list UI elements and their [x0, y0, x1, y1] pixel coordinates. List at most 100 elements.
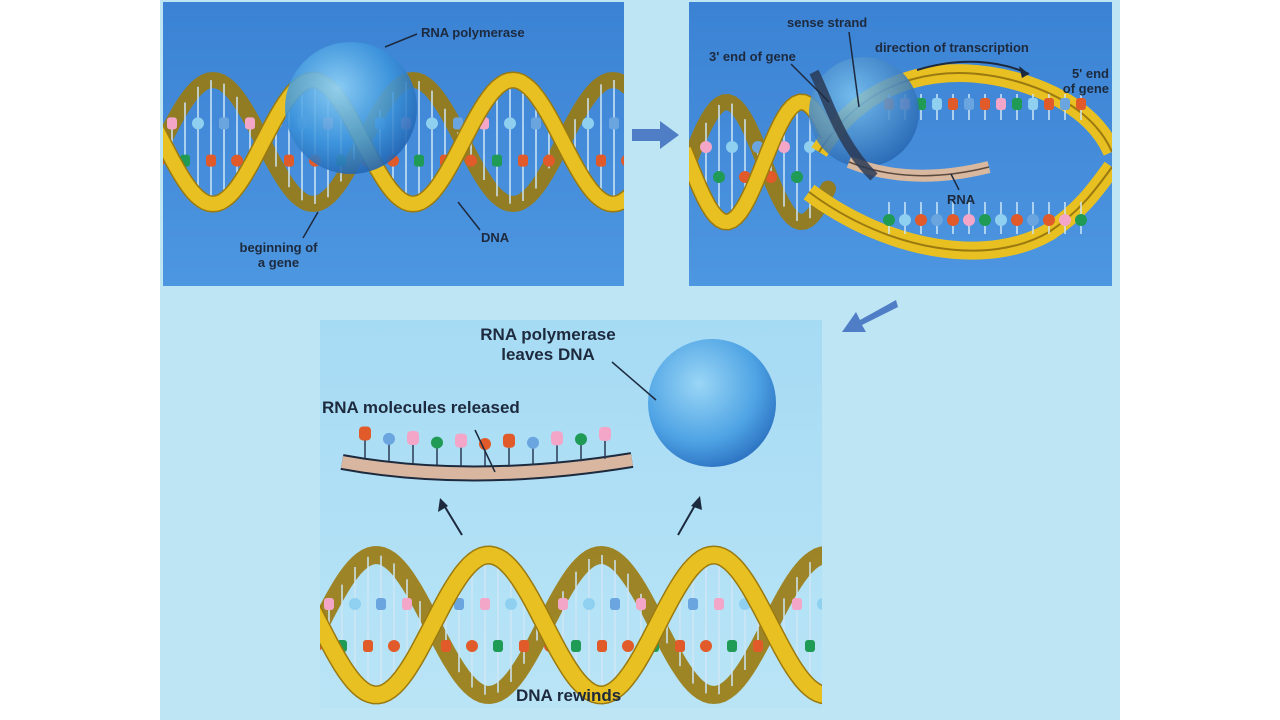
nucleotide-base [883, 214, 895, 226]
nucleotide-base [804, 141, 816, 153]
nucleotide-base [519, 640, 529, 652]
label-three-prime-end: 3' end of gene [709, 49, 796, 64]
arrow-right-icon [632, 121, 679, 149]
label-polymerase-leaves-dna: RNA polymerase leaves DNA [480, 325, 616, 364]
nucleotide-base [817, 598, 822, 610]
pointer-line [790, 63, 830, 103]
nucleotide-base [571, 640, 581, 652]
label-beginning-of-gene: beginning of a gene [239, 240, 318, 270]
nucleotide-base [713, 171, 725, 183]
nucleotide-base [454, 598, 464, 610]
nucleotide-base [714, 598, 724, 610]
nucleotide-base [245, 117, 255, 130]
nucleotide-base [726, 141, 738, 153]
label-rna-molecules-released: RNA molecules released [322, 398, 520, 417]
nucleotide-base [349, 598, 361, 610]
nucleotide-base [979, 214, 991, 226]
nucleotide-base [1075, 214, 1087, 226]
nucleotide-base [1044, 98, 1054, 110]
nucleotide-base [915, 214, 927, 226]
nucleotide-base [324, 598, 334, 610]
nucleotide-base [407, 430, 419, 445]
nucleotide-base [700, 141, 712, 153]
nucleotide-base [753, 640, 763, 652]
nucleotide-base [543, 154, 555, 167]
nucleotide-base [192, 117, 204, 130]
pointer-line [384, 33, 418, 48]
nucleotide-base [167, 117, 177, 130]
nucleotide-base [1043, 214, 1055, 226]
nucleotide-base [583, 598, 595, 610]
nucleotide-base [505, 598, 517, 610]
nucleotide-base [621, 155, 624, 166]
rna-polymerase-sphere [285, 42, 417, 174]
dna-strand-ribbon [689, 95, 835, 229]
nucleotide-base [675, 640, 685, 652]
pointer-line [950, 173, 960, 191]
nucleotide-base [700, 640, 712, 652]
nucleotide-base [948, 98, 958, 110]
panel2-illustration [689, 2, 1112, 286]
nucleotide-base [1012, 98, 1022, 110]
nucleotide-base [1011, 214, 1023, 226]
panel-transcription-start: RNA polymerase DNA beginning of a gene [163, 2, 624, 286]
label-sense-strand: sense strand [787, 15, 868, 30]
nucleotide-base [1076, 98, 1086, 110]
nucleotide-base [376, 598, 386, 610]
nucleotide-base [383, 432, 395, 445]
nucleotide-base [531, 117, 541, 130]
nucleotide-base [791, 171, 803, 183]
nucleotide-base [414, 154, 424, 167]
nucleotide-base [995, 214, 1007, 226]
nucleotide-base [441, 640, 451, 652]
nucleotide-base [359, 426, 371, 441]
nucleotide-base [932, 98, 942, 110]
nucleotide-base [388, 640, 400, 652]
nucleotide-base [947, 214, 959, 226]
nucleotide-base [1028, 98, 1038, 110]
nucleotide-base [622, 640, 634, 652]
nucleotide-base [963, 214, 975, 226]
nucleotide-base [466, 640, 478, 652]
panel1-illustration [163, 2, 624, 286]
pointer-line [457, 201, 481, 231]
pointer-line [611, 361, 657, 401]
nucleotide-base [597, 640, 607, 652]
pointer-line [302, 211, 319, 239]
nucleotide-base [402, 598, 412, 610]
nucleotide-base [575, 433, 587, 446]
panel-transcription-termination: RNA polymerase leaves DNA RNA molecules … [320, 320, 822, 708]
nucleotide-base [503, 433, 515, 448]
rna-polymerase-sphere [648, 339, 776, 467]
nucleotide-base [551, 431, 563, 446]
nucleotide-base [527, 436, 539, 449]
nucleotide-base [609, 117, 619, 130]
released-rna-strand [340, 454, 633, 480]
pointer-line [848, 31, 860, 108]
nucleotide-base [792, 598, 802, 610]
nucleotide-base [1060, 98, 1070, 110]
nucleotide-base [558, 598, 568, 610]
nucleotide-base [504, 117, 516, 130]
nucleotide-base [599, 426, 611, 441]
nucleotide-base [596, 154, 606, 167]
nucleotide-base [493, 640, 503, 652]
dna-strand-ribbon [320, 546, 822, 704]
nucleotide-base [206, 154, 216, 167]
nucleotide-base [219, 117, 229, 130]
nucleotide-base [996, 98, 1006, 110]
nucleotide-base [636, 598, 646, 610]
panel-transcription-elongation: sense strand 3' end of gene direction of… [689, 2, 1112, 286]
nucleotide-base [480, 598, 490, 610]
nucleotide-base [431, 436, 443, 449]
nucleotide-base [1027, 214, 1039, 226]
pointer-line [474, 429, 496, 473]
nucleotide-base [453, 117, 463, 130]
arrow-down-left-icon [842, 300, 898, 332]
dna-strand-ribbon [163, 72, 624, 212]
label-rna-polymerase: RNA polymerase [421, 25, 525, 40]
nucleotide-base [899, 214, 911, 226]
rna-polymerase-sphere [809, 57, 919, 167]
nucleotide-base [980, 98, 990, 110]
nucleotide-base [727, 640, 737, 652]
